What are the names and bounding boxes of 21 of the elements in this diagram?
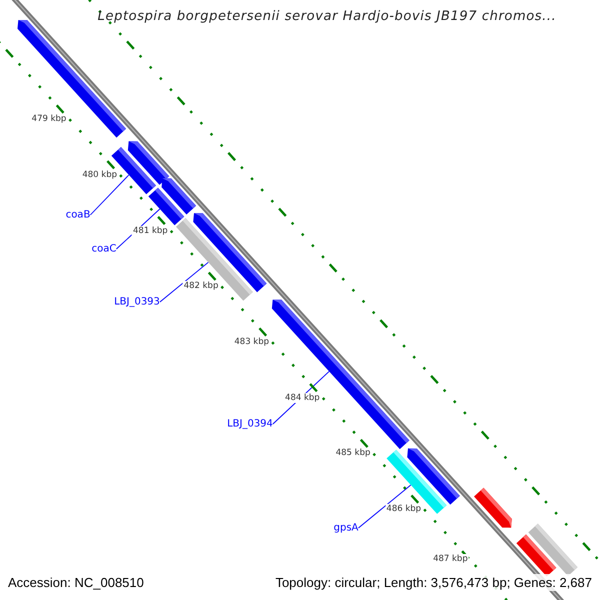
scale-label: 485 kbp	[334, 448, 372, 458]
scale-label: 482 kbp	[182, 281, 220, 292]
gene-label: LBJ_0394	[227, 418, 273, 430]
gene-label: LBJ_0393	[114, 296, 160, 308]
leader-line	[90, 174, 130, 216]
scale-label: 487 kbp	[432, 554, 469, 564]
gene-label: gpsA	[334, 522, 358, 534]
gene-feature	[272, 300, 410, 450]
gene-feature	[474, 488, 512, 528]
scale-label: 484 kbp	[284, 392, 321, 403]
gene-label: coaB	[66, 210, 90, 220]
gene-label: coaC	[92, 244, 116, 254]
scale-label: 486 kbp	[385, 504, 422, 514]
scale-label: 483 kbp	[233, 337, 270, 348]
scale-label: 479 kbp	[30, 114, 68, 124]
leader-line	[358, 484, 412, 528]
scale-label: 481 kbp	[132, 226, 169, 236]
gene-feature	[162, 178, 196, 214]
map-title: Leptospira borgpetersenii serovar Hardjo-bovis JB197 chromos...	[98, 9, 556, 24]
leader-line	[159, 262, 209, 302]
scale-label: 480 kbp	[81, 170, 118, 180]
